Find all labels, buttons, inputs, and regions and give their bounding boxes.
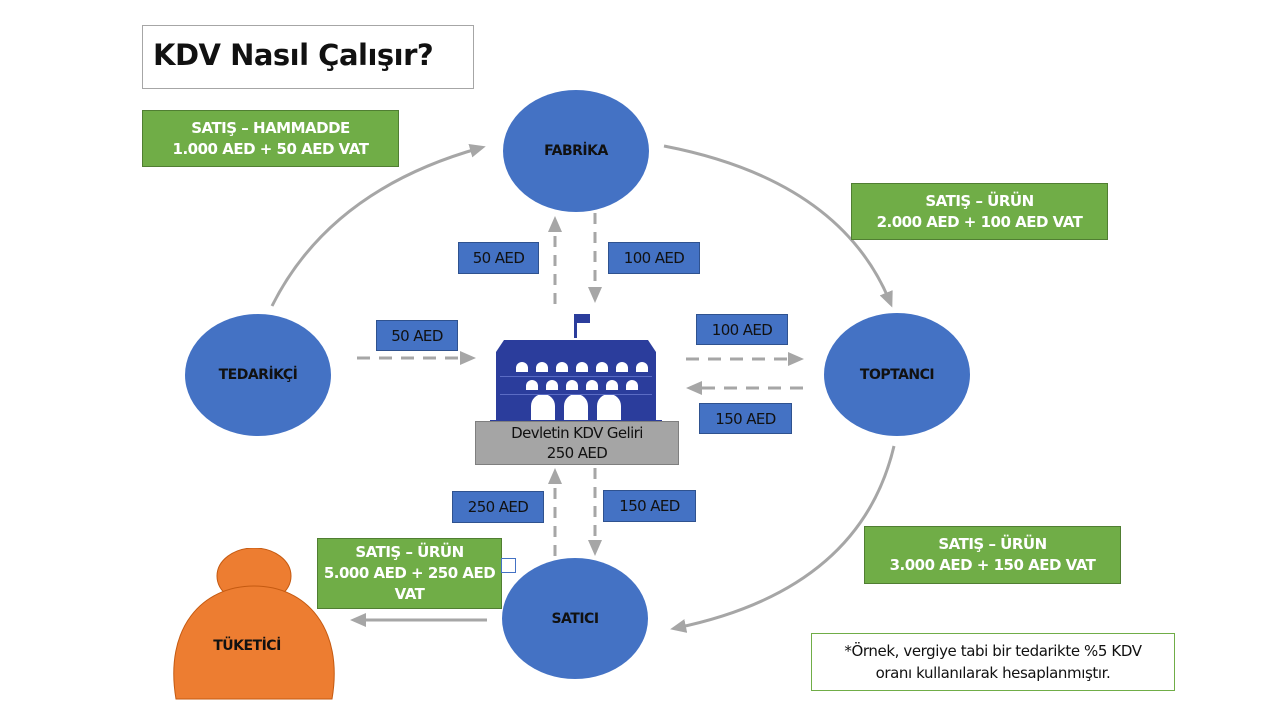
tax-amount: 150 AED [619,497,680,515]
sale-title: SATIŞ – HAMMADDE [191,118,350,137]
node-tedarikci: TEDARİKÇİ [185,314,331,436]
tax-amount: 50 AED [472,249,525,267]
government-revenue-label: Devletin KDV Geliri 250 AED [475,421,679,465]
node-label: TOPTANCI [859,366,935,383]
footnote-line-2: oranı kullanılarak hesaplanmıştır. [875,664,1111,682]
government-revenue-amount: 250 AED [546,444,608,462]
sale-box-fabrika-toptanci: SATIŞ – ÜRÜN 2.000 AED + 100 AED VAT [851,183,1108,240]
title-box: KDV Nasıl Çalışır? [142,25,474,89]
sale-amount-suffix: VAT [394,585,425,603]
tax-box-fabrika-gov: 100 AED [608,242,700,274]
node-fabrika: FABRİKA [503,90,649,212]
footnote-line-1: *Örnek, vergiye tabi bir tedarikte %5 KD… [844,642,1142,660]
tax-amount: 150 AED [715,409,776,428]
tax-box-gov-fabrika: 50 AED [458,242,539,274]
node-toptanci: TOPTANCI [824,313,970,436]
node-label: TEDARİKÇİ [218,367,298,383]
sale-box-satici-tuketici: SATIŞ – ÜRÜN 5.000 AED + 250 AED VAT [317,538,502,609]
government-building-icon [486,312,666,424]
node-satici: SATICI [502,558,648,679]
page-title: KDV Nasıl Çalışır? [153,38,434,72]
sale-title: SATIŞ – ÜRÜN [355,543,464,561]
node-label: SATICI [551,610,599,627]
sale-title: SATIŞ – ÜRÜN [925,191,1034,210]
arrow-fabrika-to-toptanci [663,144,893,308]
footnote: *Örnek, vergiye tabi bir tedarikte %5 KD… [811,633,1175,691]
sale-box-toptanci-satici: SATIŞ – ÜRÜN 3.000 AED + 150 AED VAT [864,526,1121,584]
sale-amount: 1.000 AED + 50 AED VAT [172,139,369,158]
sale-box-hammadde: SATIŞ – HAMMADDE 1.000 AED + 50 AED VAT [142,110,399,167]
small-square-marker [501,558,516,573]
tax-box-tedarikci-gov: 50 AED [376,320,458,351]
sale-title: SATIŞ – ÜRÜN [938,535,1047,553]
tax-box-toptanci-gov: 100 AED [696,314,788,345]
arrow-toptanci-to-satici [670,445,896,633]
tax-amount: 250 AED [467,498,529,516]
tax-box-gov-toptanci: 150 AED [699,403,792,434]
sale-amount: 5.000 AED + 250 AED [323,564,496,582]
node-tuketici: TÜKETİCİ [172,547,342,700]
sale-amount: 2.000 AED + 100 AED VAT [876,212,1083,231]
person-icon [173,547,335,700]
arrow-tedarikci-to-fabrika [270,143,486,307]
node-label: FABRİKA [544,143,608,159]
sale-amount: 3.000 AED + 150 AED VAT [889,556,1096,574]
tax-amount: 100 AED [623,249,685,267]
tax-amount: 100 AED [711,320,773,339]
tax-box-gov-satici: 150 AED [603,490,696,522]
government-revenue-title: Devletin KDV Geliri [511,424,643,442]
node-label: TÜKETİCİ [213,638,281,654]
tax-amount: 50 AED [391,326,443,345]
tax-box-satici-gov: 250 AED [452,491,544,523]
